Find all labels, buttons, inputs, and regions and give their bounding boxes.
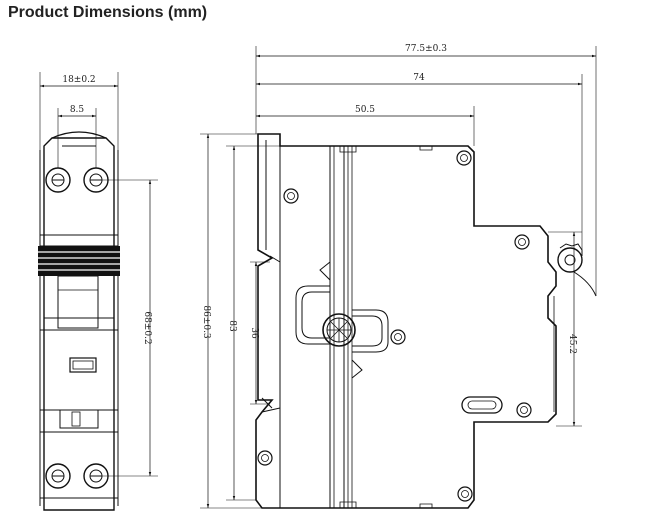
- rivet-icon: [516, 402, 532, 418]
- rivet-icon: [457, 486, 473, 502]
- bottom-left-terminal-screw-icon: [45, 463, 71, 489]
- coil-icon: [322, 313, 356, 347]
- toggle-wheel-icon: [557, 243, 597, 297]
- rivet-icon: [514, 234, 530, 250]
- overall-height-label: 86±0.3: [201, 305, 211, 339]
- depth-to-shoulder-label: 50.5: [355, 105, 375, 115]
- rivet-icon: [283, 188, 299, 204]
- indicator-window: [69, 357, 97, 373]
- top-left-terminal-screw-icon: [45, 167, 71, 193]
- slot: [461, 396, 503, 414]
- front-width-label: 18±0.2: [62, 75, 95, 85]
- front-face-height-label: 45.2: [567, 334, 577, 354]
- rail-height-label: 36: [249, 327, 259, 339]
- toggle-lever: [38, 246, 120, 276]
- rivet-icon: [456, 150, 472, 166]
- side-view: 77.5±0.3 74 50.5 86±0.3 83 36 45.2: [200, 44, 597, 509]
- rivet-icon: [390, 329, 406, 345]
- page-title: Product Dimensions (mm): [8, 4, 208, 21]
- rivet-icon: [257, 450, 273, 466]
- front-view: 18±0.2 8.5 68±0.2: [38, 72, 158, 511]
- overall-depth-label: 77.5±0.3: [405, 44, 447, 54]
- terminal-spacing-label: 8.5: [70, 105, 85, 115]
- height-label: 83: [227, 320, 237, 332]
- depth-label: 74: [413, 73, 425, 83]
- front-height-label: 68±0.2: [142, 311, 152, 344]
